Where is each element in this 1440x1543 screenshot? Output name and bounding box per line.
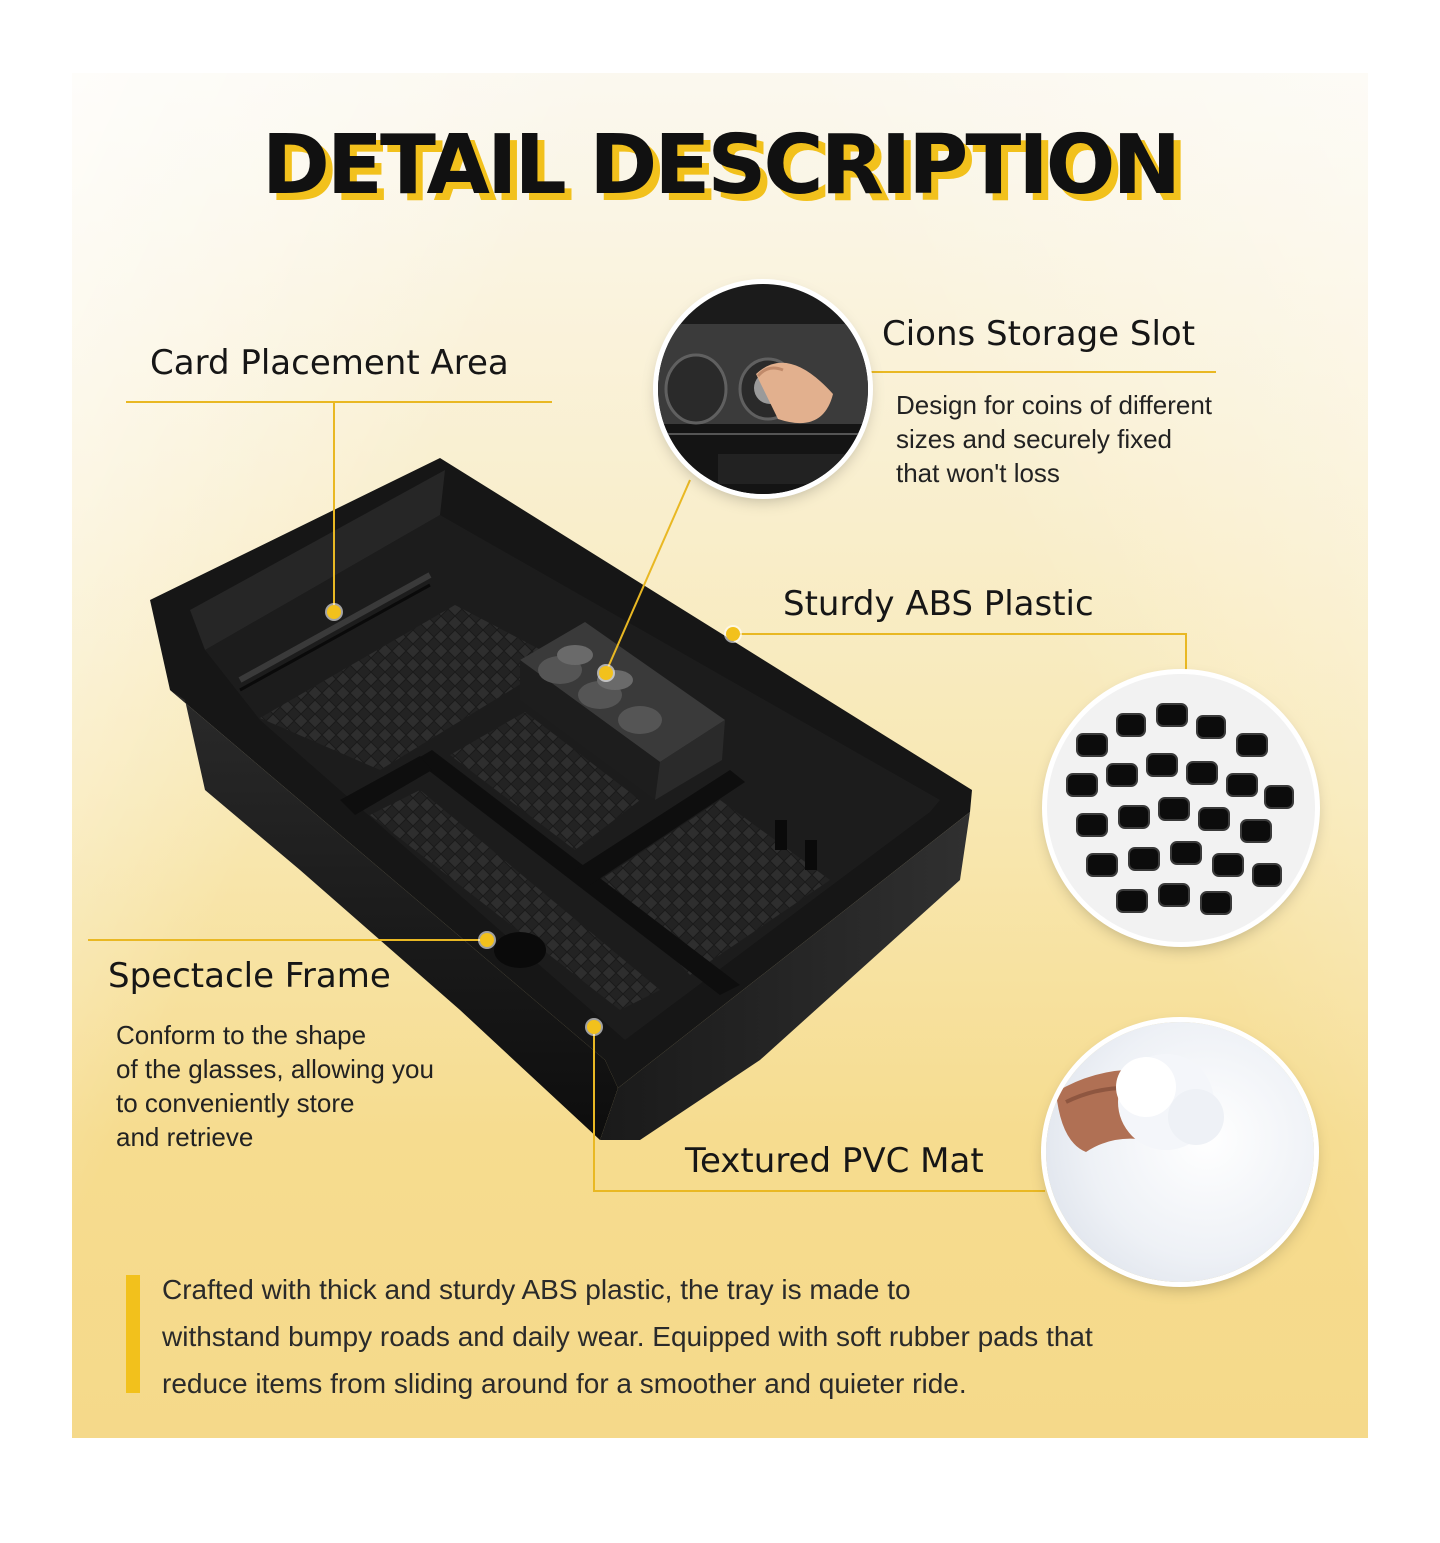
coins-description: Design for coins of different sizes and … bbox=[896, 390, 1213, 488]
abs-leader-h bbox=[733, 633, 1187, 635]
spectacle-pointer-dot bbox=[480, 933, 494, 947]
pvc-leader-v bbox=[593, 1027, 595, 1192]
coins-heading: Cions Storage Slot bbox=[882, 314, 1196, 354]
spectacle-description: Conform to the shape of the glasses, all… bbox=[116, 1020, 434, 1152]
page-title: DETAIL DESCRIPTION bbox=[261, 118, 1181, 213]
pvc-granules-image bbox=[1046, 1022, 1314, 1282]
card-heading: Card Placement Area bbox=[150, 343, 509, 383]
coin-slot-closeup bbox=[658, 284, 868, 494]
abs-pellets-image bbox=[1047, 674, 1315, 942]
abs-leader-v bbox=[1185, 633, 1187, 701]
card-leader-v bbox=[333, 401, 335, 613]
spectacle-heading: Spectacle Frame bbox=[108, 956, 391, 996]
spectacle-leader-h bbox=[88, 939, 488, 941]
coins-pointer-dot bbox=[599, 666, 613, 680]
pvc-leader-h bbox=[593, 1190, 1045, 1192]
summary-text: Crafted with thick and sturdy ABS plasti… bbox=[162, 1274, 1093, 1399]
pvc-pointer-dot bbox=[587, 1020, 601, 1034]
card-leader-h bbox=[126, 401, 552, 403]
abs-heading: Sturdy ABS Plastic bbox=[783, 584, 1094, 624]
abs-pointer-dot bbox=[726, 627, 740, 641]
summary-accent-bar bbox=[126, 1275, 140, 1393]
card-pointer-dot bbox=[327, 605, 341, 619]
pvc-heading: Textured PVC Mat bbox=[685, 1141, 984, 1181]
